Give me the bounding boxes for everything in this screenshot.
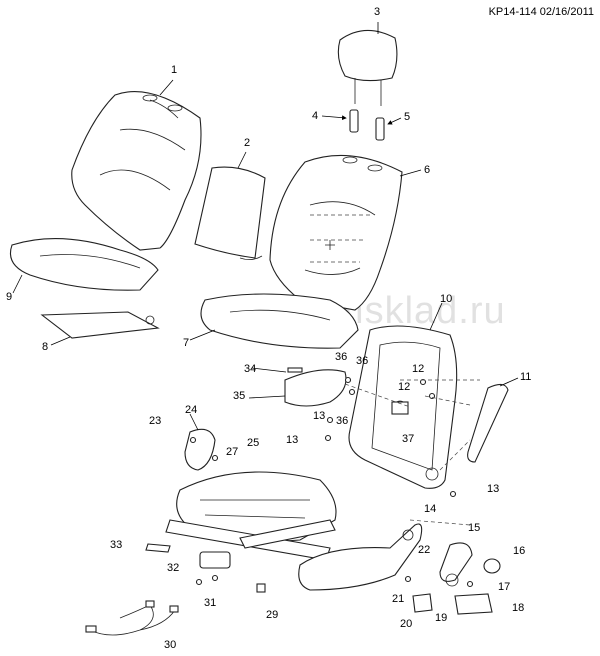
headrest: [337, 29, 398, 106]
callout-2: 2: [244, 137, 251, 149]
callout-33: 33: [110, 539, 123, 551]
seat-adjuster-frame: [165, 471, 337, 561]
headrest-guides: [349, 109, 385, 141]
callout-37: 37: [402, 433, 415, 445]
seat-cushion-foam: [200, 293, 359, 349]
callout-16: 16: [513, 545, 526, 557]
callout-13b: 13: [286, 434, 299, 446]
side-trim-panel: [467, 383, 509, 463]
callout-7: 7: [183, 337, 190, 349]
seat-switch: [199, 551, 231, 569]
callout-12a: 12: [412, 363, 425, 375]
fasteners: [189, 367, 474, 593]
callout-18: 18: [512, 602, 525, 614]
callout-3: 3: [374, 6, 381, 18]
callout-21: 21: [392, 593, 405, 605]
callout-24: 24: [185, 404, 198, 416]
callout-8: 8: [42, 341, 49, 353]
callout-11: 11: [520, 371, 532, 383]
finisher-panel: [454, 593, 493, 615]
callout-36c: 36: [336, 415, 349, 427]
side-airbag-module: [284, 369, 347, 407]
callout-10: 10: [440, 293, 453, 305]
callout-20: 20: [400, 618, 413, 630]
callout-14: 14: [424, 503, 437, 515]
callout-9: 9: [6, 291, 13, 303]
callout-25: 25: [247, 437, 260, 449]
callout-34: 34: [244, 363, 257, 375]
callout-27: 27: [226, 446, 239, 458]
callout-32: 32: [167, 562, 180, 574]
seat-back-cover: [71, 91, 202, 251]
seat-cushion-cover: [9, 238, 159, 291]
callout-36a: 36: [335, 351, 348, 363]
callout-13a: 13: [313, 410, 326, 422]
callout-23: 23: [149, 415, 162, 427]
callout-13c: 13: [487, 483, 500, 495]
callout-4: 4: [312, 110, 319, 122]
callout-30: 30: [164, 639, 177, 651]
small-cover: [412, 593, 433, 613]
diagram-code: KP14-114 02/16/2011: [488, 6, 594, 18]
callout-36b: 36: [356, 355, 369, 367]
leader-lines: [12, 22, 519, 431]
seat-back-foam: [269, 154, 403, 311]
callout-22: 22: [418, 544, 431, 556]
recliner-handle: [439, 542, 473, 587]
callout-6: 6: [424, 164, 431, 176]
callout-31: 31: [204, 597, 217, 609]
outer-trim-panel: [298, 523, 423, 591]
wiring-harness: [85, 600, 179, 636]
callout-29: 29: [266, 609, 279, 621]
callout-15: 15: [468, 522, 481, 534]
handle-knob: [145, 543, 171, 553]
cushion-pad: [40, 311, 160, 339]
callout-5: 5: [404, 111, 411, 123]
recliner-trim: [184, 428, 216, 471]
callout-1: 1: [171, 64, 178, 76]
cap: [483, 558, 501, 574]
callout-19: 19: [435, 612, 448, 624]
callout-12b: 12: [398, 381, 411, 393]
callout-17: 17: [498, 581, 511, 593]
callout-35: 35: [233, 390, 246, 402]
seat-back-pad: [194, 166, 266, 260]
